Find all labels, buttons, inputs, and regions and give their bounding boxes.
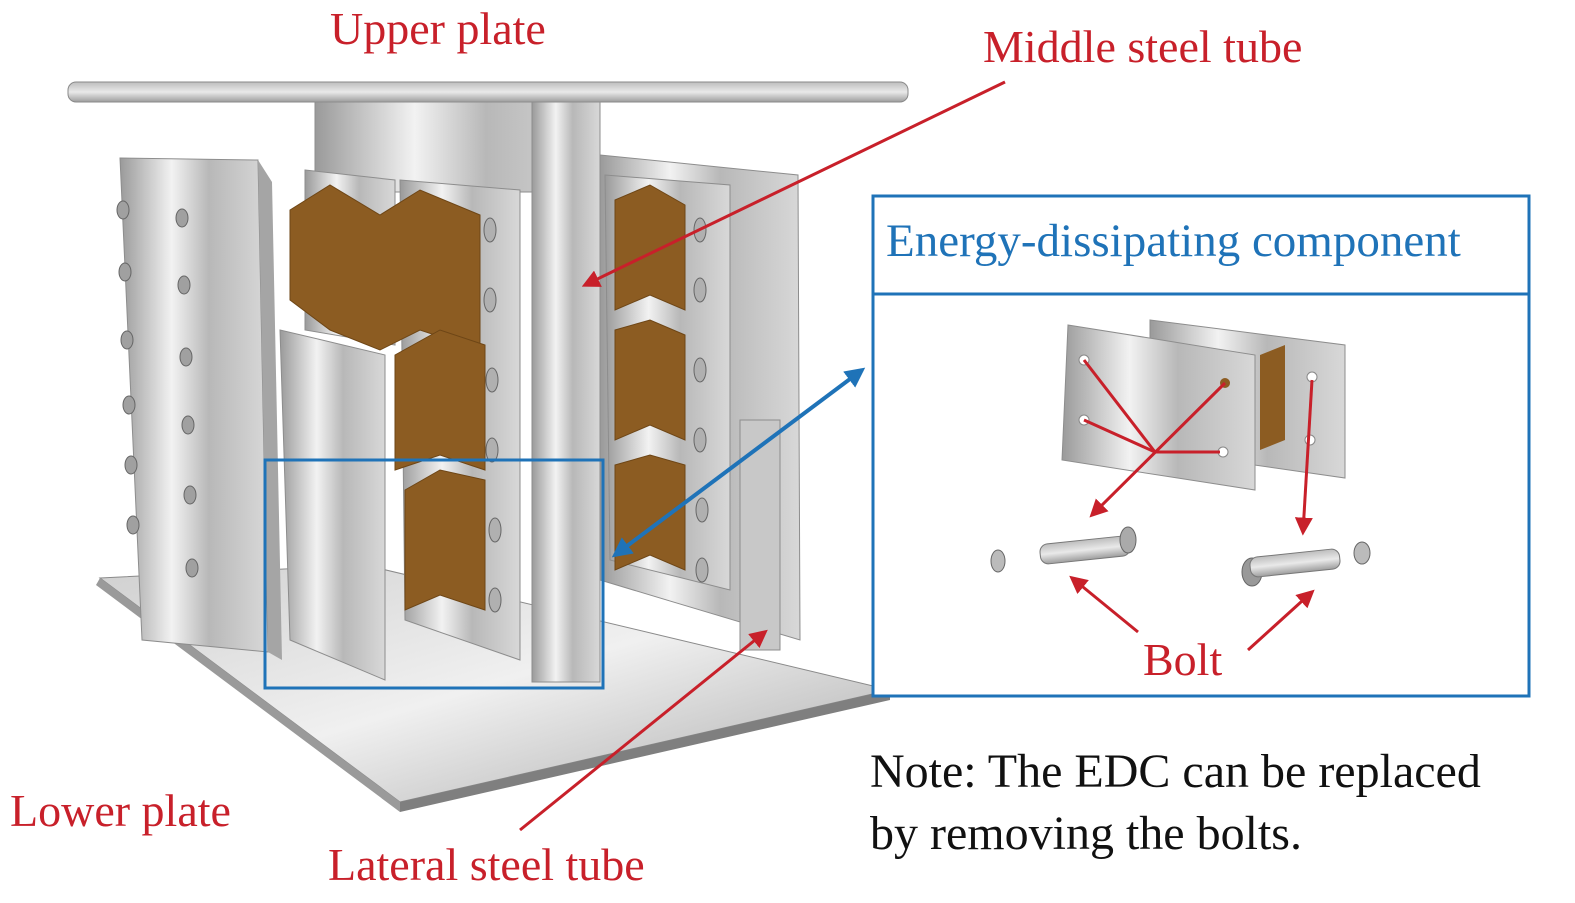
bolt-heads-left	[116, 200, 199, 578]
label-bolt: Bolt	[1143, 634, 1223, 685]
upper-plate	[67, 81, 909, 103]
note-line-2: by removing the bolts.	[870, 807, 1302, 860]
label-middle-steel-tube: Middle steel tube	[983, 21, 1303, 72]
edc-highlight-box	[263, 458, 605, 690]
left-lateral-tube	[116, 157, 282, 660]
label-upper-plate: Upper plate	[330, 3, 546, 54]
lateral-tube-arrow	[519, 629, 768, 832]
middle-steel-tube	[314, 101, 601, 683]
middle-tube-arrow	[581, 80, 1006, 287]
callout-double-arrow	[611, 367, 866, 558]
bolt-left	[990, 526, 1137, 573]
edc-front-plate	[1061, 324, 1256, 491]
label-lateral-steel-tube: Lateral steel tube	[328, 839, 645, 890]
note-line-1: Note: The EDC can be replaced	[870, 745, 1481, 798]
edc-exploded-view	[990, 319, 1371, 652]
inset-title: Energy-dissipating component	[886, 215, 1461, 267]
bolt-right	[1241, 541, 1371, 587]
label-lower-plate: Lower plate	[10, 785, 231, 836]
edc-fin	[1260, 345, 1285, 450]
